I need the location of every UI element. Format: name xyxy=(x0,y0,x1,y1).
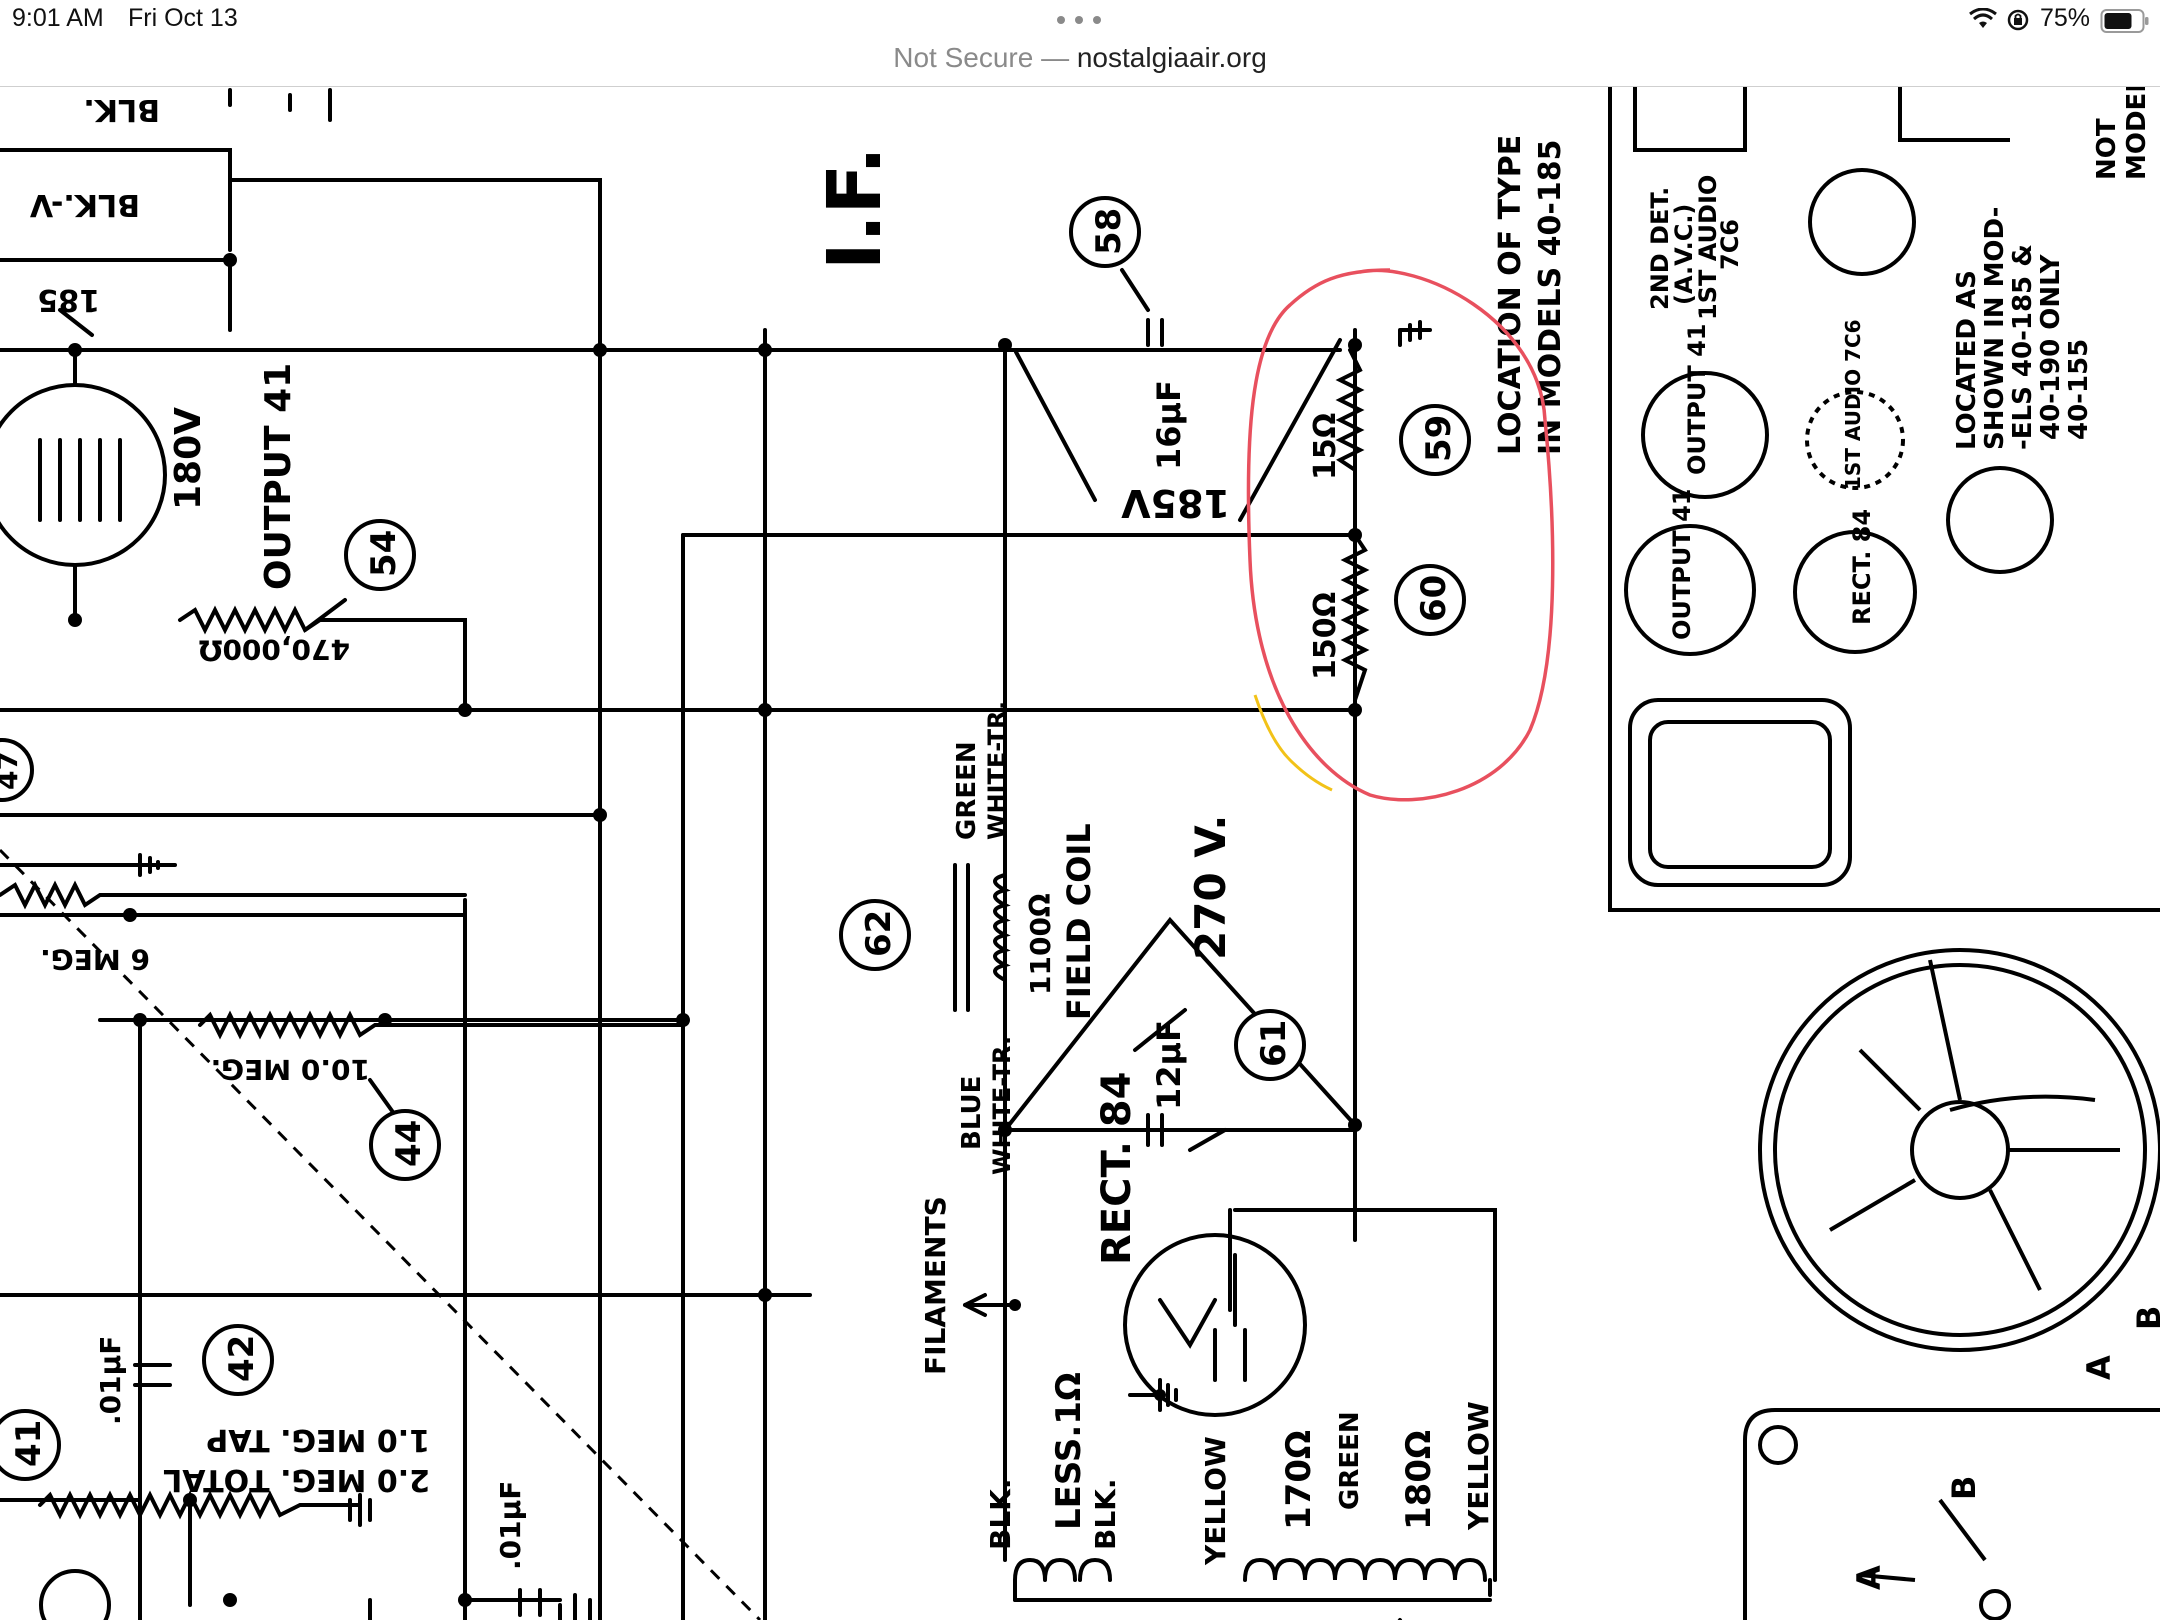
label-150ohm: 150Ω xyxy=(1308,592,1343,680)
status-time: 9:01 AM xyxy=(12,4,104,32)
label-blk-b: BLK. xyxy=(1089,1478,1122,1550)
battery-icon xyxy=(2100,8,2150,39)
callout-54: 54 xyxy=(364,530,404,577)
callout-44: 44 xyxy=(389,1120,429,1167)
callout-41-left: 41 xyxy=(9,1420,49,1467)
label-tube-1st-audio: 1ST AUDIO 7C6 xyxy=(1841,319,1865,490)
callout-42: 42 xyxy=(222,1335,262,1382)
label-located-1: LOCATED AS xyxy=(1952,270,1982,450)
label-6meg: 6 MEG. xyxy=(40,943,150,976)
callout-47: 47 xyxy=(0,751,24,790)
label-field-coil: FIELD COIL xyxy=(1060,823,1098,1020)
label-located-2: SHOWN IN MOD- xyxy=(1980,207,2010,450)
label-green: GREEN xyxy=(952,741,982,840)
status-bar: 9:01 AM Fri Oct 13 75% xyxy=(0,0,2160,40)
label-location-1: LOCATION OF TYPE xyxy=(1493,135,1528,455)
label-12uf: 12μF xyxy=(1150,1020,1188,1110)
more-dots-icon[interactable] xyxy=(1056,12,1102,24)
domain-label: nostalgiaair.org xyxy=(1076,42,1267,73)
status-date: Fri Oct 13 xyxy=(128,4,238,32)
page-content[interactable]: BLK. BLK.-V 185 180V OUTPUT 41 470,000Ω … xyxy=(0,87,2160,1620)
security-label: Not Secure xyxy=(893,42,1034,73)
label-tube-output-b: OUTPUT 41 xyxy=(1668,489,1696,640)
label-blk-v: BLK.-V xyxy=(29,187,140,222)
label-270v: 270 V. xyxy=(1186,815,1235,960)
url-display[interactable]: Not Secure — nostalgiaair.org xyxy=(0,42,2160,74)
label-170ohm: 170Ω xyxy=(1279,1430,1319,1530)
label-det-3: 1ST AUDIO xyxy=(1694,175,1722,320)
label-yellow-b: YELLOW xyxy=(1462,1401,1495,1531)
label-located-4: 40-190 ONLY xyxy=(2036,253,2066,440)
label-185-left: 185 xyxy=(37,282,100,317)
label-not-2: MODEL xyxy=(2122,87,2152,180)
callout-58: 58 xyxy=(1089,208,1129,255)
label-cap01b: .01μF xyxy=(494,1481,527,1570)
callout-60: 60 xyxy=(1414,575,1454,622)
label-filaments: FILAMENTS xyxy=(919,1196,952,1375)
label-yellow-a: YELLOW xyxy=(1199,1436,1232,1566)
callout-59: 59 xyxy=(1419,415,1459,462)
label-less1: LESS.1Ω xyxy=(1049,1372,1089,1530)
label-1100ohm: 1100Ω xyxy=(1024,893,1057,995)
label-15ohm: 15Ω xyxy=(1308,413,1343,480)
label-10meg: 10.0 MEG. xyxy=(211,1053,370,1086)
url-separator: — xyxy=(1033,42,1077,73)
label-180ohm: 180Ω xyxy=(1399,1430,1439,1530)
label-a2: A xyxy=(1850,1565,1888,1590)
label-blk-top: BLK. xyxy=(83,92,160,127)
label-if: I.F. xyxy=(812,147,898,270)
annotation-circle xyxy=(1246,268,1555,802)
wifi-icon xyxy=(1968,7,1998,35)
label-located-3: -ELS 40-185 & xyxy=(2008,244,2038,450)
battery-percent: 75% xyxy=(2040,4,2091,32)
label-rect84: RECT. 84 xyxy=(1094,1072,1140,1265)
label-blk-a: BLK. xyxy=(984,1478,1017,1550)
label-a: A xyxy=(2080,1355,2118,1380)
label-located-5: 40-155 xyxy=(2064,339,2094,440)
label-470k: 470,000Ω xyxy=(198,633,350,666)
label-green-b: GREEN xyxy=(1335,1411,1365,1510)
label-output41-left: OUTPUT 41 xyxy=(258,363,299,590)
label-16uf: 16μF xyxy=(1150,380,1188,470)
callout-62: 62 xyxy=(859,910,899,957)
label-not-1: NOT xyxy=(2092,118,2122,180)
address-bar[interactable]: Not Secure — nostalgiaair.org xyxy=(0,40,2160,87)
annotation-mark xyxy=(1253,694,1333,792)
label-tube-rect: RECT. 84 xyxy=(1848,509,1876,625)
label-blue: BLUE xyxy=(957,1076,987,1150)
label-white-tr-top: WHITE-TR. xyxy=(983,701,1011,840)
schematic-diagram: BLK. BLK.-V 185 180V OUTPUT 41 470,000Ω … xyxy=(0,87,2160,1620)
label-location-2: IN MODELS 40-185 xyxy=(1533,140,1568,455)
label-det-4: 7C6 xyxy=(1716,219,1744,270)
label-total-1: 2.0 MEG. TOTAL xyxy=(163,1462,430,1497)
label-b: B xyxy=(2130,1306,2160,1330)
callout-61: 61 xyxy=(1254,1020,1294,1067)
label-cap01a: .01μF xyxy=(94,1336,127,1425)
label-b2: B xyxy=(1945,1476,1983,1500)
label-total-2: 1.0 MEG. TAP xyxy=(206,1422,430,1457)
label-white-tr-bot: WHITE-TR. xyxy=(988,1036,1016,1175)
label-180v: 180V xyxy=(168,407,209,510)
label-tube-output-a: OUTPUT 41 xyxy=(1683,324,1711,475)
label-det-1: 2ND DET. xyxy=(1646,187,1674,310)
orientation-lock-icon xyxy=(2006,8,2030,37)
label-det-2: (A.V.C.) xyxy=(1670,204,1698,305)
label-185v-mid: 185V xyxy=(1121,481,1230,525)
